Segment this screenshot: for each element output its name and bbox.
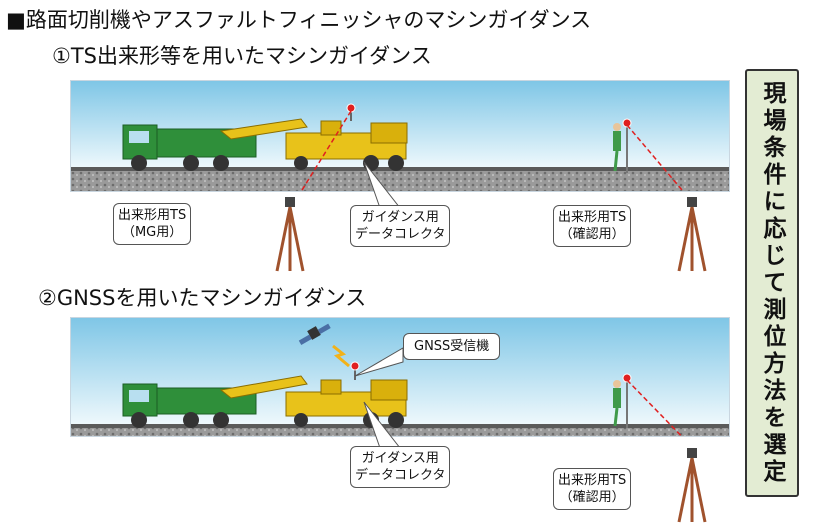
satellite-icon (298, 323, 331, 345)
callout-pointer (354, 347, 404, 377)
callout-pointer (363, 401, 402, 449)
side-note-text: 現場条件に応じて測位方法を選定 (759, 80, 785, 486)
surveyor-icon (613, 373, 632, 428)
label-ts-check: 出来形用TS （確認用） (553, 468, 632, 510)
label-ts-check: 出来形用TS （確認用） (553, 205, 632, 247)
total-station-icon (677, 197, 707, 272)
section-1-title: ①TS出来形等を用いたマシンガイダンス (52, 44, 432, 68)
total-station-icon (275, 197, 305, 272)
milling-machine-icon (219, 361, 408, 428)
label-ts-mg: 出来形用TS （MG用） (113, 203, 192, 245)
laser-line (626, 124, 684, 191)
surveyor-icon (613, 118, 632, 173)
total-station-icon (677, 448, 707, 523)
side-note-panel: 現場条件に応じて測位方法を選定 (745, 69, 799, 497)
dump-truck-icon (122, 383, 257, 428)
scene-ts-illustration (71, 81, 729, 191)
label-gnss-receiver: GNSS受信機 (403, 333, 501, 360)
scene-gnss-guidance (70, 317, 730, 437)
scene-ts-guidance (70, 80, 730, 192)
milling-machine-icon (219, 103, 408, 171)
signal-bolt-icon (332, 344, 350, 368)
callout-pointer (363, 161, 402, 209)
laser-line (300, 110, 352, 191)
main-title: ■路面切削機やアスファルトフィニッシャのマシンガイダンス (6, 8, 592, 32)
label-data-collector: ガイダンス用 データコレクタ (350, 205, 451, 247)
scene-gnss-illustration (71, 318, 729, 436)
section-2-title: ②GNSSを用いたマシンガイダンス (38, 286, 367, 310)
label-data-collector: ガイダンス用 データコレクタ (350, 446, 451, 488)
